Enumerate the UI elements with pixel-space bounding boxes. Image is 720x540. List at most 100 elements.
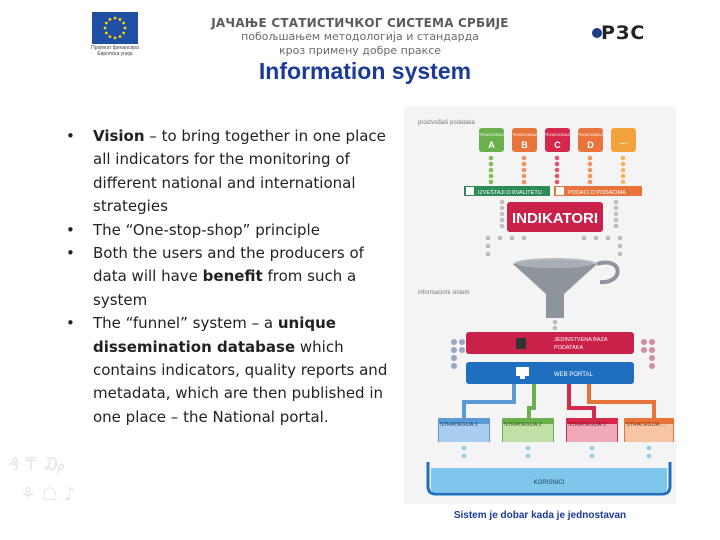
svg-text:⚘ ☖ ♪: ⚘ ☖ ♪: [20, 484, 75, 505]
eu-star-icon: [108, 35, 112, 39]
bullet-marker: •: [66, 244, 75, 263]
eu-star-icon: [122, 21, 126, 25]
database-bar: JEDINSTVENA BAZA PODATAKA: [466, 332, 634, 354]
pipe-d: [587, 155, 593, 185]
quality-reports-bar: IZVEŠTAJI O KVALITETU: [464, 186, 550, 196]
producer-a: PROIZVOĐAČ A: [478, 128, 505, 152]
slide-title: Information system: [258, 58, 472, 84]
metadata-bar: PODACI O PODACIMA: [554, 186, 642, 196]
bullet-text: which contains indicators, quality repor…: [93, 337, 388, 426]
infographic-caption: Sistem je dobar kada je jednostavan: [453, 510, 627, 521]
producer-more: ...: [611, 128, 636, 152]
database-label-line2: PODATAKA: [554, 345, 583, 351]
strategy-more-label: STRATEGIJA ...: [626, 422, 666, 428]
rzs-logo: РЗС: [592, 22, 662, 46]
pipe-c: [554, 155, 560, 185]
eu-star-icon: [118, 35, 122, 39]
producer-c-title: PROIZVOĐAČ: [544, 132, 571, 137]
eu-star-icon: [108, 17, 112, 21]
svg-text:₰ ₸ ₯: ₰ ₸ ₯: [8, 454, 65, 475]
eu-star-icon: [104, 21, 108, 25]
project-title: ЈАЧАЊЕ СТАТИСТИЧКОГ СИСТЕМА СРБИЈЕ побољ…: [200, 16, 520, 58]
funnel-inflow: [485, 235, 623, 257]
producer-b-title: PROIZVOĐAČ: [511, 132, 538, 137]
strategy-3-label: STRATEGIJA 3: [568, 422, 606, 428]
users-basin: KORISNICI: [426, 462, 672, 496]
logo-dot-icon: [592, 28, 602, 38]
pipe-more: [620, 155, 626, 185]
side-dots-right: [641, 339, 655, 369]
right-pipe: [613, 199, 619, 229]
eu-star-icon: [122, 31, 126, 35]
strategy-1: STRATEGIJA 1: [438, 418, 490, 442]
bullet-text: The “funnel” system – a: [93, 314, 278, 333]
eu-star-icon: [113, 36, 117, 40]
bullet-text: Both the users and the producers of data…: [93, 244, 364, 286]
strategy-pipes: [462, 384, 656, 418]
info-system-label: informacioni sistem: [418, 290, 469, 296]
side-dots-left: [451, 339, 465, 369]
users-label: KORISNICI: [534, 480, 565, 486]
indicators-label: INDIKATORI: [512, 210, 598, 227]
bullet-marker: •: [66, 220, 75, 239]
eu-caption-line1: Пројекат финансира: [91, 45, 139, 51]
eu-star-icon: [104, 31, 108, 35]
strategy-2: STRATEGIJA 2: [502, 418, 554, 442]
indicators-box: INDIKATORI: [507, 202, 603, 232]
bullet-marker: •: [66, 314, 75, 333]
producers-label: proizvođači podataka: [418, 120, 475, 126]
logo-text: РЗС: [601, 22, 646, 44]
quality-reports-label: IZVEŠTAJI O KVALITETU: [478, 189, 542, 196]
pipe-a: [488, 155, 494, 185]
pipe-b: [521, 155, 527, 185]
infographic: proizvođači podataka informacioni sistem…: [404, 106, 676, 504]
eu-caption-line2: Европска унија: [97, 51, 133, 57]
bullet-item: • Both the users and the producers of da…: [62, 242, 392, 312]
funnel-icon: [513, 258, 620, 318]
user-drops: [461, 445, 652, 459]
eu-caption: Пројекат финансира Европска унија: [80, 45, 150, 57]
producer-d: PROIZVOĐAČ D: [577, 128, 604, 152]
producer-d-letter: D: [587, 140, 594, 150]
bullet-bold: benefit: [202, 267, 263, 286]
funnel-outflow: [552, 319, 558, 331]
bullet-item: • The “One-stop-shop” principle: [62, 219, 392, 242]
database-label-line1: JEDINSTVENA BAZA: [554, 337, 608, 343]
bullet-bold: Vision: [93, 127, 145, 145]
strategy-1-label: STRATEGIJA 1: [440, 422, 478, 428]
bullet-text: The “One-stop-shop” principle: [93, 220, 320, 239]
strategy-3: STRATEGIJA 3: [566, 418, 618, 442]
bullet-marker: •: [66, 127, 75, 145]
left-pipe: [499, 199, 505, 229]
bullet-item: • Vision – to bring together in one plac…: [62, 125, 392, 219]
strategy-more: STRATEGIJA ...: [624, 418, 674, 442]
eu-star-icon: [103, 26, 107, 30]
bullet-bold: unique dissemination database: [93, 314, 336, 356]
eu-star-icon: [118, 17, 122, 21]
web-portal-label: WEB PORTAL: [554, 372, 593, 378]
producer-d-title: PROIZVOĐAČ: [577, 132, 604, 137]
producer-a-title: PROIZVOĐAČ: [478, 132, 505, 137]
bullet-text: – to bring together in one place all ind…: [93, 127, 386, 216]
eu-star-icon: [123, 26, 127, 30]
strategy-2-label: STRATEGIJA 2: [504, 422, 542, 428]
project-title-line2: побољшањем методологија и стандарда: [241, 30, 479, 43]
bullet-list: • Vision – to bring together in one plac…: [62, 125, 392, 429]
producer-c: PROIZVOĐAČ C: [544, 128, 571, 152]
bullet-item: • The “funnel” system – a unique dissemi…: [62, 312, 392, 429]
producer-a-letter: A: [488, 140, 495, 150]
metadata-label: PODACI O PODACIMA: [568, 190, 626, 196]
eu-star-icon: [113, 16, 117, 20]
background-decoration: ₰ ₸ ₯ ⚘ ☖ ♪: [8, 454, 75, 505]
web-portal-bar: WEB PORTAL: [466, 362, 634, 384]
project-title-line3: кроз примену добре праксе: [278, 44, 442, 57]
infographic-diagram: proizvođači podataka informacioni sistem…: [404, 106, 676, 504]
producer-b-letter: B: [521, 140, 528, 150]
producer-b: PROIZVOĐAČ B: [511, 128, 538, 152]
eu-flag-logo: [92, 12, 138, 44]
producer-more-letter: ...: [620, 137, 627, 146]
bullet-text: from such a system: [93, 267, 357, 309]
project-title-line1: ЈАЧАЊЕ СТАТИСТИЧКОГ СИСТЕМА СРБИЈЕ: [211, 16, 509, 30]
producer-c-letter: C: [554, 140, 561, 150]
